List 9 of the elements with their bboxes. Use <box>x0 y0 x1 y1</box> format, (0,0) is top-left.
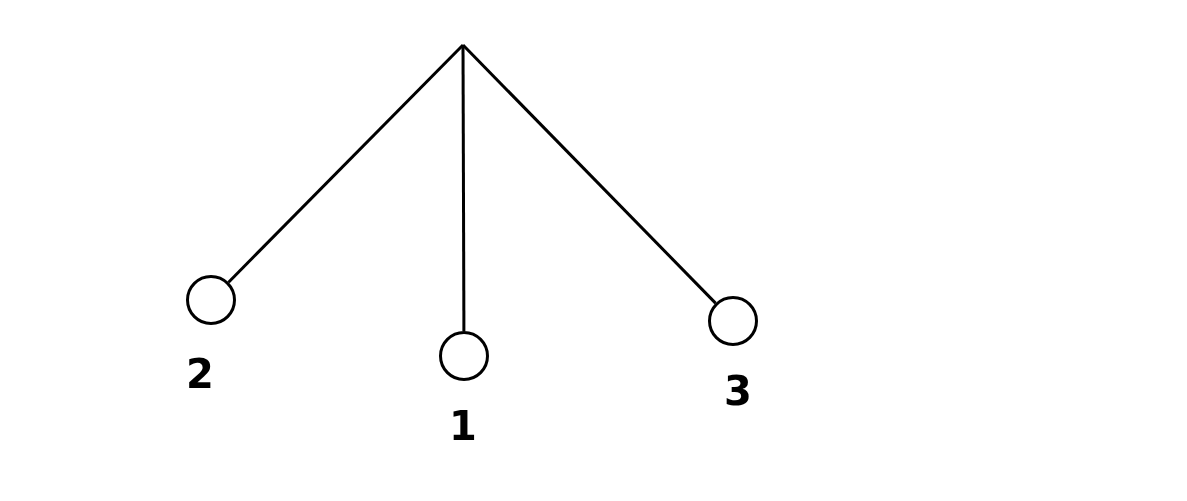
number-label: 3 <box>724 371 752 411</box>
pendulum-bob <box>186 275 236 325</box>
pendulum-string <box>227 43 465 284</box>
pendulum-bob <box>708 296 758 346</box>
number-label: 2 <box>186 354 214 394</box>
pendulum-string <box>461 43 717 305</box>
number-label: 1 <box>449 406 477 446</box>
pendulum-bob <box>439 331 489 381</box>
pendulum-string <box>461 45 466 331</box>
